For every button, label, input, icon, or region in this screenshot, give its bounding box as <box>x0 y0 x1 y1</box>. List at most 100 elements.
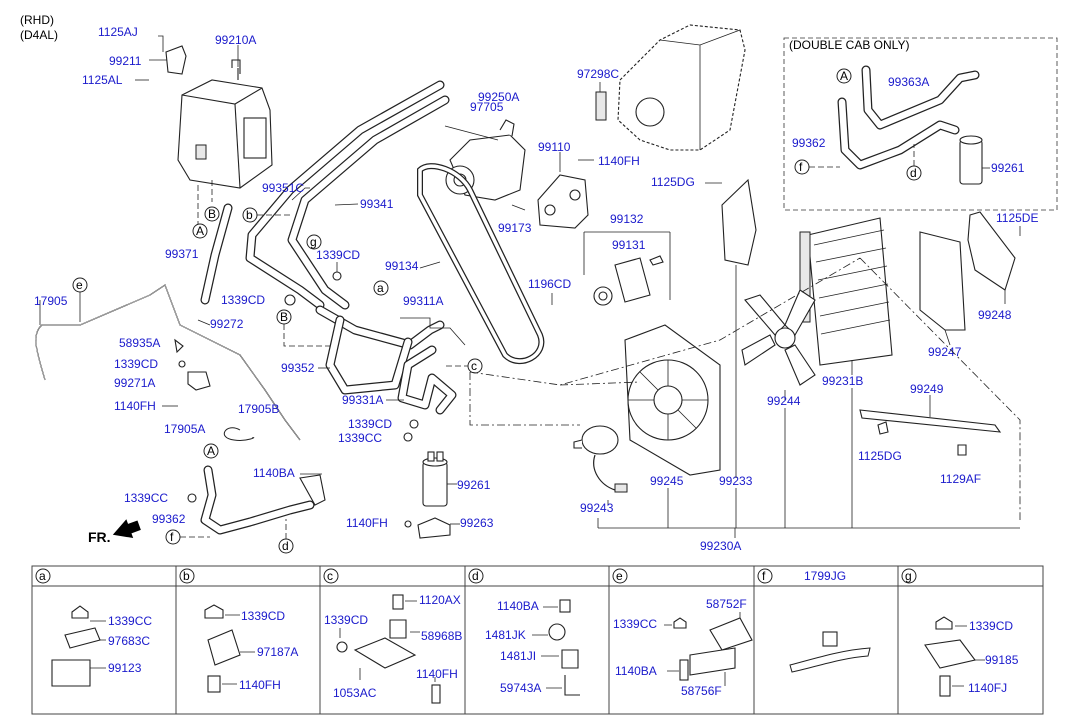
svg-text:1339CD: 1339CD <box>324 613 368 627</box>
svg-text:a: a <box>377 281 384 295</box>
receiver-drier-99261 <box>422 451 448 507</box>
label-99263: 99263 <box>460 516 494 530</box>
marker-A-hvac <box>192 223 208 239</box>
label-99243: 99243 <box>580 501 614 515</box>
svg-text:c: c <box>327 569 333 583</box>
label-99233: 99233 <box>719 474 753 488</box>
label-97298C: 97298C <box>577 67 619 81</box>
fan-motor-99243 <box>573 425 628 493</box>
detail-cell-c: 1120AX 1339CD 58968B 1053AC 1140FH <box>324 593 462 704</box>
svg-text:c: c <box>471 359 477 373</box>
svg-text:1140FJ: 1140FJ <box>968 681 1007 695</box>
svg-text:e: e <box>76 278 83 292</box>
label-1125DE: 1125DE <box>996 211 1038 225</box>
condenser-99231B <box>799 217 893 366</box>
front-marker: FR. <box>88 529 111 545</box>
marker-a <box>373 280 389 296</box>
svg-text:97187A: 97187A <box>257 645 298 659</box>
label-1125AL: 1125AL <box>82 73 123 87</box>
sensor-99271A <box>187 371 211 391</box>
detail-cell-g: 1339CD 99185 1140FJ <box>924 616 1019 697</box>
seal-99247 <box>919 231 966 331</box>
label-99210A: 99210A <box>215 33 256 47</box>
marker-g <box>306 234 322 250</box>
label-1129AF: 1129AF <box>940 472 981 486</box>
label-99351C: 99351C <box>262 181 304 195</box>
label-17905B: 17905B <box>238 402 279 416</box>
svg-text:1339CC: 1339CC <box>613 617 657 631</box>
svg-text:99185: 99185 <box>985 653 1019 667</box>
detail-cell-b: 1339CD 97187A 1140FH <box>204 604 298 693</box>
svg-text:g: g <box>905 569 912 583</box>
svg-text:A: A <box>196 224 204 238</box>
header-rhd: (RHD) <box>20 13 54 27</box>
table-header-f-title: 1799JG <box>804 569 846 583</box>
svg-text:1140BA: 1140BA <box>615 664 657 678</box>
brace-99249 <box>859 409 1002 433</box>
receiver-drier-inset <box>959 135 983 185</box>
svg-text:1481JK: 1481JK <box>485 628 526 642</box>
label-99131: 99131 <box>612 238 646 252</box>
detail-cell-d: 1140BA 1481JK 1481JI 59743A <box>485 599 580 696</box>
label-99362-lower: 99362 <box>152 512 186 526</box>
svg-text:1339CC: 1339CC <box>108 614 152 628</box>
svg-text:b: b <box>183 569 190 583</box>
table-header-d: d <box>468 568 484 584</box>
svg-text:f: f <box>762 569 766 583</box>
label-1140FH-drier: 1140FH <box>346 516 388 530</box>
label-99331A: 99331A <box>342 393 383 407</box>
marker-B-hvac <box>204 206 220 222</box>
svg-text:A: A <box>840 69 848 83</box>
label-97705: 97705 <box>470 100 504 114</box>
label-99132: 99132 <box>610 212 644 226</box>
svg-text:1339CD: 1339CD <box>969 619 1013 633</box>
drier-bracket-99263 <box>404 517 451 539</box>
detail-table <box>31 565 1044 715</box>
svg-text:f: f <box>170 530 174 544</box>
svg-text:1140FH: 1140FH <box>416 667 458 681</box>
svg-text:B: B <box>280 310 288 324</box>
detail-cell-f <box>789 631 871 673</box>
engine-block <box>617 24 746 151</box>
label-99261-inset: 99261 <box>991 161 1025 175</box>
svg-text:1140BA: 1140BA <box>497 599 539 613</box>
label-99363A: 99363A <box>888 75 929 89</box>
label-99362-inset: 99362 <box>792 136 826 150</box>
label-99230A: 99230A <box>700 539 741 553</box>
label-1140BA: 1140BA <box>253 466 295 480</box>
double-cab-inset <box>783 37 1058 211</box>
svg-text:b: b <box>246 208 253 222</box>
label-99261-lower: 99261 <box>457 478 491 492</box>
compressor-bracket-99110 <box>537 174 589 229</box>
label-99272: 99272 <box>210 317 244 331</box>
label-1125AJ: 1125AJ <box>98 25 138 39</box>
label-1339CC-lower: 1339CC <box>338 431 382 445</box>
svg-text:1339CD: 1339CD <box>241 609 285 623</box>
label-1339CD-upper: 1339CD <box>316 248 360 262</box>
detail-cell-e: 58752F 1339CC 1140BA 58756F <box>613 597 753 698</box>
svg-text:d: d <box>472 569 479 583</box>
svg-text:a: a <box>39 569 46 583</box>
svg-text:e: e <box>616 569 623 583</box>
mounting-plate-99233 <box>721 178 757 266</box>
fan-99244 <box>741 289 816 386</box>
label-99248: 99248 <box>978 308 1012 322</box>
table-header-f: f 1799JG <box>757 568 846 584</box>
svg-text:d: d <box>910 166 917 180</box>
svg-text:58752F: 58752F <box>706 597 747 611</box>
label-1140FH-sensor: 1140FH <box>114 399 156 413</box>
label-1339CD-lower: 1339CD <box>348 417 392 431</box>
label-99245: 99245 <box>650 474 684 488</box>
label-99250A: 99250A <box>478 90 519 104</box>
svg-text:1481JI: 1481JI <box>500 649 536 663</box>
bracket-97298C <box>595 91 607 121</box>
marker-A-lower <box>203 443 219 459</box>
label-99244: 99244 <box>767 394 801 408</box>
label-1125DG-brace: 1125DG <box>858 449 902 463</box>
label-99247: 99247 <box>928 345 962 359</box>
svg-text:59743A: 59743A <box>500 681 541 695</box>
label-1339CD-left: 1339CD <box>221 293 265 307</box>
label-58935A: 58935A <box>119 336 160 350</box>
table-header-b: b <box>179 568 195 584</box>
label-99110: 99110 <box>538 140 571 154</box>
